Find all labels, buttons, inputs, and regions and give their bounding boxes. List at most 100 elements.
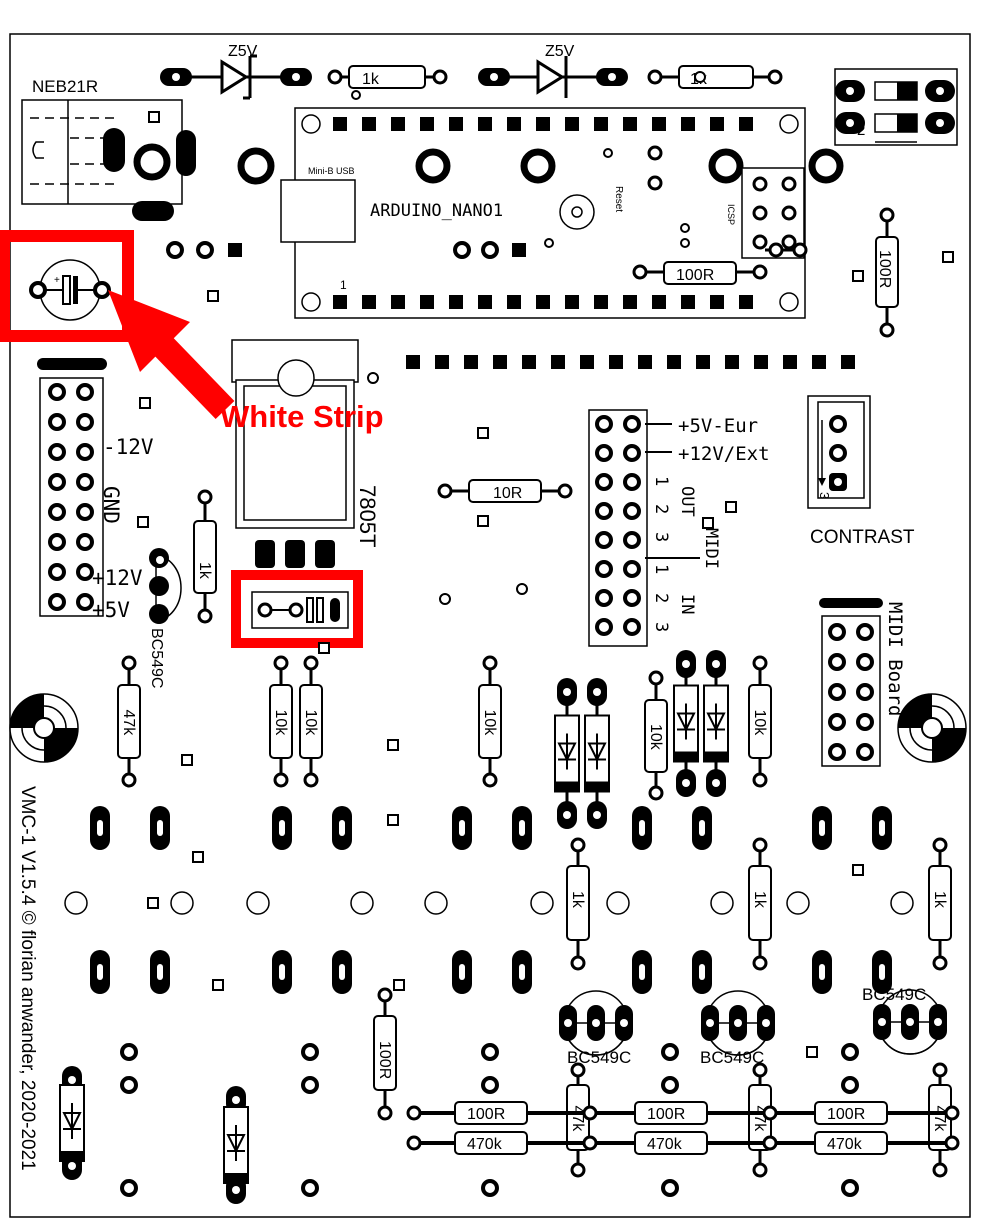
nano-pin-top <box>652 117 666 131</box>
dc-jack: NEB21R <box>21 77 196 221</box>
midi-in-label: IN <box>677 594 697 614</box>
mounting-hole-small <box>606 891 630 915</box>
midi-out-label: OUT <box>677 486 697 517</box>
diode-c <box>673 650 699 797</box>
credit-text: VMC-1 V1.5.4 © florian anwander, 2020-20… <box>17 786 38 1171</box>
bottom-pad <box>841 1179 859 1197</box>
bottom-row-pad <box>582 1135 598 1151</box>
midi-header-pin <box>623 415 641 433</box>
via <box>181 754 193 766</box>
diode-band <box>704 751 728 762</box>
diode-e <box>59 1066 85 1180</box>
header-row-pin <box>522 355 536 369</box>
transistor-bc549c-c: BC549C <box>862 985 947 1055</box>
diode-hole <box>232 1096 240 1104</box>
bottom-row-pad <box>406 1135 422 1151</box>
nano-pin-bottom <box>362 295 376 309</box>
contrast-pin-label: 3 <box>817 492 832 499</box>
transistor-left-label: BC549C <box>148 628 165 688</box>
bottom-pad <box>120 1179 138 1197</box>
nano-pin-top <box>681 117 695 131</box>
header-row-pin <box>551 355 565 369</box>
transistor-hole <box>878 1018 886 1026</box>
arduino-nano: Mini-B USB ARDUINO_NANO1 Reset 1 ICSP <box>280 107 844 319</box>
resistor-1k-small-label: 1k <box>196 562 213 580</box>
bottom-pad <box>661 1043 679 1061</box>
header-row-pin <box>406 355 420 369</box>
pot-slot-hole <box>819 820 825 836</box>
transistor-hole <box>934 1018 942 1026</box>
dip-switch: 2 <box>834 68 958 146</box>
resistor-row-body <box>634 1101 708 1125</box>
power-header-pin <box>76 413 94 431</box>
resistor-top-1k-label: 1k <box>362 71 380 88</box>
resistor-row-body <box>454 1101 528 1125</box>
resistor-body <box>373 1015 397 1091</box>
resistor-row-body <box>814 1101 888 1125</box>
nano-pin-bottom <box>478 295 492 309</box>
resistor-body <box>644 699 668 773</box>
resistor-body <box>566 865 590 941</box>
midi-board-pin <box>856 743 874 761</box>
mounting-hole-right <box>897 693 967 763</box>
resistor-10k-b-label: 10k <box>302 710 319 737</box>
power-header: -12V GND +12V +5V <box>37 358 154 622</box>
midi-header-pin <box>595 444 613 462</box>
power-header-pin <box>48 593 66 611</box>
bottom-pad <box>481 1076 499 1094</box>
diode-hole <box>593 688 601 696</box>
label-plus5: +5V <box>92 598 130 622</box>
transistor-hole <box>564 1019 572 1027</box>
bottom-pad <box>841 1043 859 1061</box>
midi-header-pin <box>595 531 613 549</box>
pot-slot-hole <box>699 820 705 836</box>
power-header-pin <box>76 473 94 491</box>
pot-slot-hole <box>279 820 285 836</box>
pot-slot-hole <box>279 964 285 980</box>
midi-board-pin <box>856 653 874 671</box>
mounting-hole-small <box>64 891 88 915</box>
power-header-pin <box>76 383 94 401</box>
mounting-hole-small <box>890 891 914 915</box>
midi-board-pin <box>856 683 874 701</box>
midi-header-pin <box>623 473 641 491</box>
resistor-47k-left-label: 47k <box>120 710 137 737</box>
icsp-label: ICSP <box>726 204 736 225</box>
nano-pin-bottom <box>536 295 550 309</box>
power-header-pin <box>76 563 94 581</box>
resistor-1k-a-label: 1k <box>569 891 586 909</box>
midi-board-pin <box>828 683 846 701</box>
bottom-row-pad <box>944 1135 960 1151</box>
header-row-pin <box>464 355 478 369</box>
nano-pin-bottom <box>681 295 695 309</box>
transistor-bc549c-a: BC549C <box>559 990 633 1067</box>
via-round <box>154 554 166 566</box>
mounting-hole-small <box>710 891 734 915</box>
resistor-row-label: 470k <box>647 1136 683 1153</box>
bottom-pad <box>481 1043 499 1061</box>
resistor-10r-label: 10R <box>493 485 522 502</box>
midi-header-pin <box>595 618 613 636</box>
resistor-100r-nano-label: 100R <box>676 267 714 284</box>
resistor-pad <box>570 837 586 853</box>
label-gnd: GND <box>99 486 123 524</box>
svg-text:+: + <box>54 275 60 286</box>
bottom-pad <box>120 1076 138 1094</box>
pot-slot-hole <box>97 964 103 980</box>
resistor-100r-mid: 100R <box>373 987 397 1121</box>
resistor-row-body <box>814 1131 888 1155</box>
power-header-pin <box>48 383 66 401</box>
nano-pin-top <box>478 117 492 131</box>
resistor-10k-a: 10k <box>269 655 293 788</box>
resistor-body <box>748 684 772 759</box>
transistor-hole <box>620 1019 628 1027</box>
resistor-row-body <box>634 1131 708 1155</box>
midi-header-pin <box>623 618 641 636</box>
via <box>393 979 405 991</box>
midi-header-pin <box>623 502 641 520</box>
resistor-100r-right-label: 100R <box>876 250 893 288</box>
resistor-body <box>269 684 293 759</box>
resistor-pad <box>377 1105 393 1121</box>
resistor-body <box>478 684 502 759</box>
diode-f <box>223 1086 249 1204</box>
